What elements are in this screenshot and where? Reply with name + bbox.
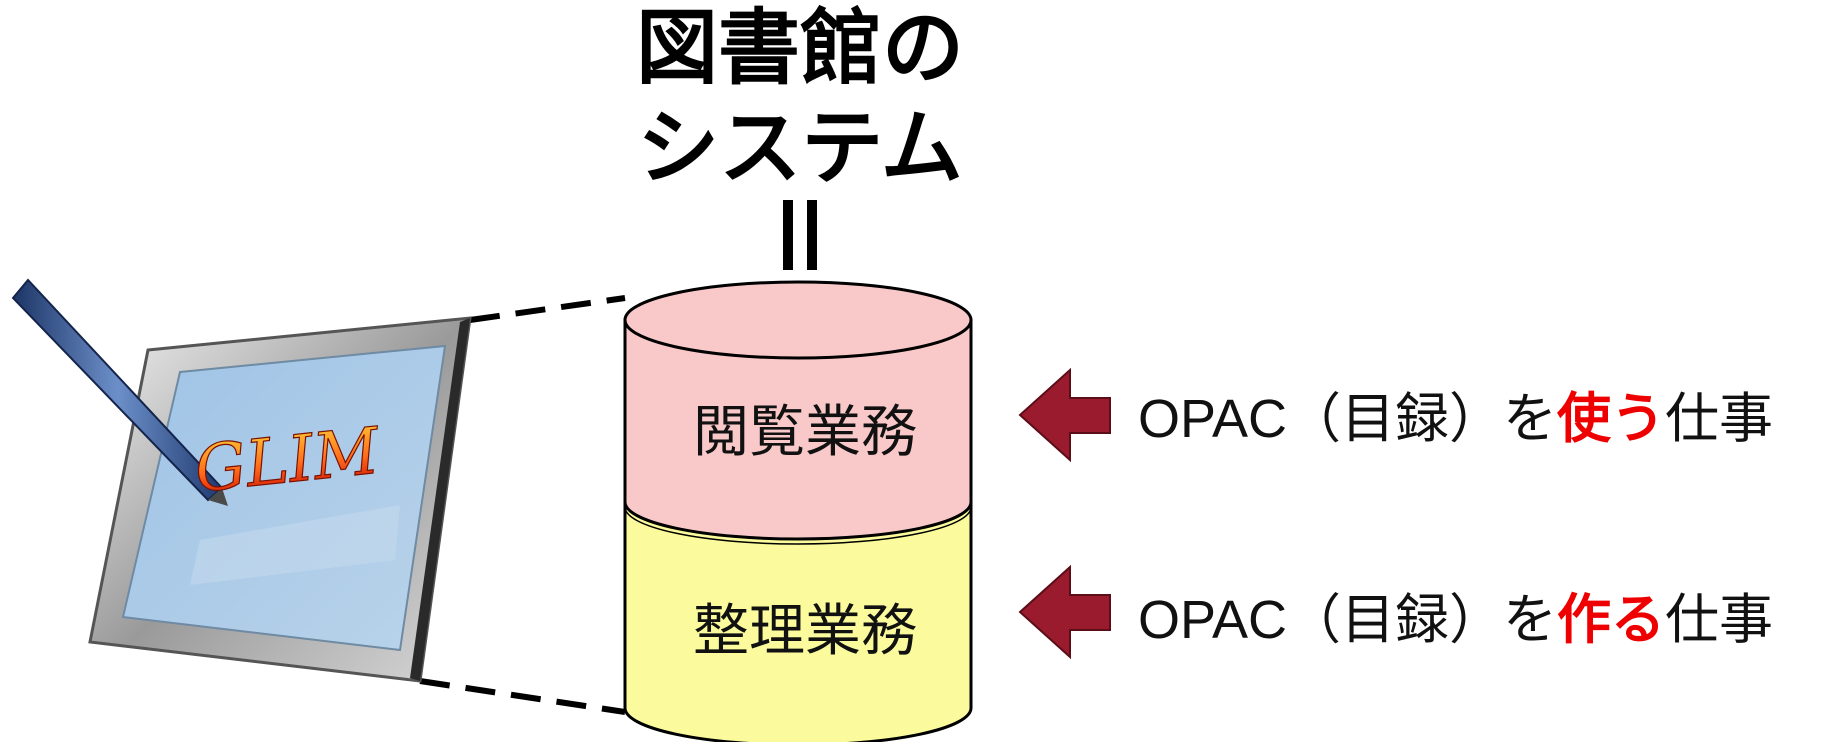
left-arrow-icon — [1018, 564, 1111, 660]
connector-lines — [419, 295, 626, 715]
cylinder-database — [623, 280, 973, 742]
cylinder-top-label: 閲覧業務 — [693, 400, 917, 465]
title-line-1: 図書館の — [635, 1, 964, 96]
description-suffix: 仕事 — [1665, 389, 1774, 449]
equals-bar-right — [807, 200, 817, 270]
tablet-icon — [88, 316, 472, 683]
description-use: OPAC（目録）を使う仕事 — [1138, 392, 1773, 446]
left-arrow-icon — [1018, 367, 1111, 463]
description-make: OPAC（目録）を作る仕事 — [1138, 593, 1773, 647]
description-prefix: OPAC（目録）を — [1138, 590, 1558, 650]
pen-icon — [11, 278, 228, 506]
description-emphasis: 使う — [1557, 389, 1666, 449]
title-line-2: システム — [637, 101, 963, 196]
equals-bar-left — [783, 200, 793, 270]
description-suffix: 仕事 — [1665, 590, 1774, 650]
description-prefix: OPAC（目録）を — [1138, 389, 1558, 449]
cylinder-bottom-label: 整理業務 — [693, 599, 917, 664]
description-emphasis: 作る — [1557, 590, 1666, 650]
